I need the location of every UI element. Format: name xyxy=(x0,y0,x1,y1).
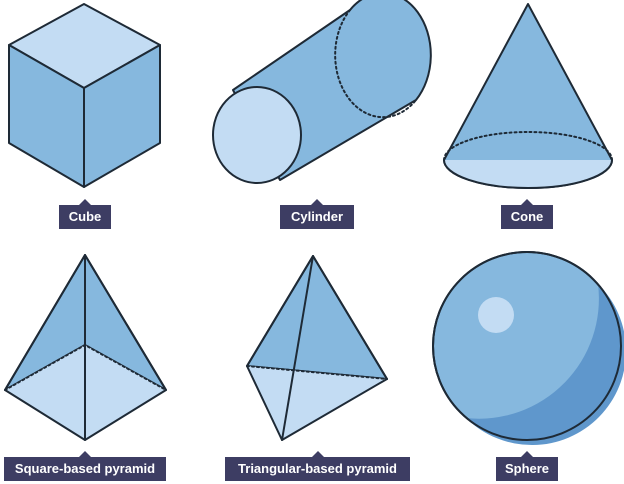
triangular-pyramid-outline xyxy=(246,255,388,441)
triangular-pyramid-hidden-edge xyxy=(246,365,388,380)
square-pyramid-label: Square-based pyramid xyxy=(4,451,166,481)
triangular-pyramid-base xyxy=(247,366,387,440)
square-pyramid-shape xyxy=(4,254,167,441)
triangular-pyramid-front-edge xyxy=(281,255,314,441)
triangular-pyramid-label: Triangular-based pyramid xyxy=(225,451,410,481)
sphere-outline xyxy=(432,251,622,441)
cone-label: Cone xyxy=(501,199,553,229)
cube-label: Cube xyxy=(59,199,111,229)
cylinder-front-face xyxy=(212,86,302,184)
sphere-highlight xyxy=(478,297,514,333)
cube-shape xyxy=(8,3,161,188)
cube-right-face xyxy=(83,44,161,188)
cylinder-label: Cylinder xyxy=(280,199,354,229)
cone-base-front xyxy=(444,160,612,188)
cone-shape xyxy=(443,3,613,189)
sphere-shape xyxy=(432,251,624,446)
cone-base-back-edge xyxy=(443,131,613,161)
cylinder-shape xyxy=(212,0,432,184)
cone-base-front-edge xyxy=(443,159,613,189)
square-pyramid-outline xyxy=(4,254,167,441)
triangular-pyramid-back-face xyxy=(246,255,388,380)
sphere-shadow xyxy=(466,284,624,446)
triangular-pyramid-shape xyxy=(246,255,388,441)
cylinder-hidden-edge xyxy=(334,9,417,119)
sphere-label: Sphere xyxy=(496,451,558,481)
